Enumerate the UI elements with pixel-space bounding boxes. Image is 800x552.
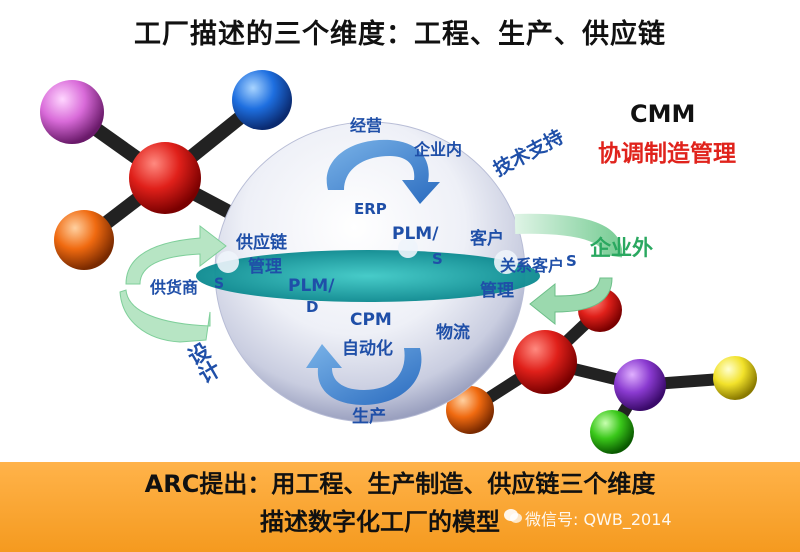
molecule-top-left [40,70,292,270]
teal-disk [196,250,540,302]
footer-band [0,462,800,552]
label-kehu: 客户 [470,229,504,249]
label-plms-s: S [432,250,443,268]
watermark: 微信号: QWB_2014 [525,510,672,529]
label-qiyewai: 企业外 [590,236,653,260]
atom-pink [40,80,104,144]
arrow-green-left-bottom [119,289,211,343]
label-gongyinglian: 供应链 [236,233,287,253]
atom-orange-small [446,386,494,434]
arrow-blue-top [326,139,440,204]
footer-line-1: ARC提出：用工程、生产制造、供应链三个维度 [144,470,656,498]
label-gonghuoshang: 供货商 [150,278,199,297]
label-plms: PLM/ [392,224,439,244]
arrow-blue-bottom [306,344,422,405]
label-guanli-left: 管理 [248,257,282,277]
atom-green [590,410,634,454]
cmm-subtitle: 协调制造管理 [598,141,736,167]
arrow-green-right [529,277,613,326]
wechat-icon [504,509,522,523]
footer-line-2: 描述数字化工厂的模型 [260,508,500,536]
label-guanli-right: 管理 [480,281,514,301]
label-plmd-d: D [306,298,319,316]
node-left [217,251,239,273]
atom-purple [614,359,666,411]
atom-orange [54,210,114,270]
arrow-green-top-right [514,213,623,258]
arrow-green-left-top [125,224,227,285]
molecule-bottom-right [446,288,757,454]
cmm-title: CMM [630,100,696,128]
label-plmd: PLM/ [288,276,335,296]
atom-yellow [713,356,757,400]
label-erp: ERP [354,200,387,218]
page-title: 工厂描述的三个维度：工程、生产、供应链 [134,19,666,50]
label-shengchan: 生产 [352,407,386,427]
label-zidonghua: 自动化 [342,339,393,359]
label-kehu-guanxi: 关系客户 [500,256,565,275]
atom-blue [232,70,292,130]
node-right [494,250,518,274]
node-center [398,238,418,258]
label-jingying: 经营 [350,116,383,135]
label-gonghuoshang-s: S [214,276,225,292]
label-qiyenei: 企业内 [414,140,463,159]
label-wuliu: 物流 [436,323,470,343]
atom-red [129,142,201,214]
label-cpm: CPM [350,310,392,330]
label-kehu-s: S [566,252,577,270]
atom-red-large [513,330,577,394]
